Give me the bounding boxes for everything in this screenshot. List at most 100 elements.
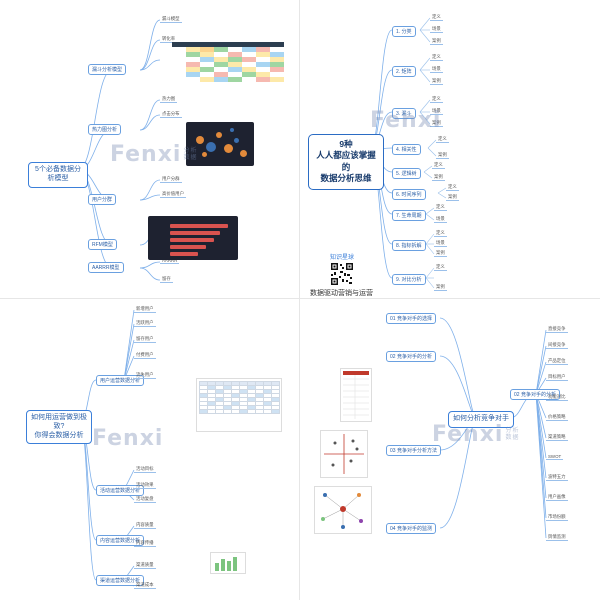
leaf-case: 案例	[434, 284, 447, 291]
root-title-line: 9种	[339, 139, 353, 149]
scatter-point	[206, 142, 216, 152]
leaf-paying-users: 付费用户	[134, 352, 156, 359]
leaf-indirect: 间接竞争	[546, 342, 568, 349]
panel-competitor-analysis: 如何分析竞争对手 01 竞争对手的选择 02 竞争对手的分析 03 竞争对手分析…	[300, 300, 600, 600]
bar-mark	[170, 231, 220, 235]
branch-monitor-competitor: 04 竞争对手的监测	[386, 523, 436, 534]
leaf-definition: 定义	[446, 184, 459, 191]
horizontal-divider	[0, 298, 600, 299]
branch-aarrr: AARRR模型	[88, 262, 124, 273]
branch-metric-split: 8. 指标拆解	[392, 240, 426, 251]
leaf-activity-effect: 活动效果	[134, 482, 156, 489]
qr-label: 知识星球	[330, 255, 355, 261]
leaf-case: 案例	[434, 250, 447, 257]
branch-matrix: 2. 矩阵	[392, 66, 416, 77]
leaf-funnel: 漏斗模型	[160, 16, 182, 23]
root-node-competitor: 如何分析竞争对手	[448, 411, 514, 428]
leaf-case: 案例	[446, 194, 459, 201]
scatter-point	[216, 132, 222, 138]
data-table-image	[196, 378, 282, 432]
branch-classification: 1. 分类	[392, 26, 416, 37]
leaf-active-users: 活跃用户	[134, 320, 156, 327]
branch-time-series: 6. 时间序列	[392, 189, 426, 200]
competitor-table-image	[340, 368, 372, 422]
leaf-heatmap: 热力图	[160, 96, 178, 103]
network-graph-image	[314, 486, 372, 534]
branch-analyze-competitor: 02 竞争对手的分析	[386, 351, 436, 362]
leaf-high-value: 高价值用户	[160, 191, 186, 198]
leaf-definition: 定义	[430, 14, 443, 21]
bar-mark	[170, 252, 198, 256]
leaf-definition: 定义	[430, 96, 443, 103]
branch-select-competitor: 01 竞争对手的选择	[386, 313, 436, 324]
leaf-retention: 留存	[160, 276, 173, 283]
branch-heatmap: 热力图分析	[88, 124, 122, 135]
bar-mark	[170, 238, 214, 242]
bar-mark	[170, 245, 206, 249]
scatter-point	[202, 152, 207, 157]
leaf-conversion: 转化率	[160, 36, 178, 43]
branch-logic-tree: 5. 逻辑树	[392, 168, 421, 179]
leaf-case: 案例	[432, 174, 445, 181]
qr-caption: 数据驱动营销与运营	[310, 290, 373, 297]
panel-data-models: 5个必备数据分析模型 漏斗分析模型 热力图分析 用户分群 RFM模型 AARRR…	[0, 0, 298, 297]
leaf-content-spread: 内容传播	[134, 540, 156, 547]
heatmap-table-image	[172, 42, 284, 82]
qr-code-graphic	[330, 262, 354, 286]
root-node-operations: 如何用运营做到极致? 你得会数据分析	[26, 410, 92, 445]
leaf-new-users: 新增用户	[134, 306, 156, 313]
leaf-five-forces: 波特五力	[546, 474, 568, 481]
branch-funnel: 3. 漏斗	[392, 108, 416, 119]
panel-analysis-thinking: 9种 人人都应该掌握的 数据分析思维 1. 分类 2. 矩阵 3. 漏斗 4. …	[300, 0, 600, 297]
leaf-channels: 渠道策略	[546, 434, 568, 441]
mindmap-connectors	[79, 309, 135, 587]
leaf-target-users: 目标用户	[546, 374, 568, 381]
branch-content-ops: 内容运营数据分析	[96, 535, 145, 546]
leaf-churn-users: 流失用户	[134, 372, 156, 379]
branch-segment: 用户分群	[88, 194, 117, 205]
scatter-point	[196, 136, 204, 144]
leaf-swot: SWOT	[546, 454, 564, 460]
leaf-retained-users: 留存用户	[134, 336, 156, 343]
leaf-market-share: 市场份额	[546, 514, 568, 521]
leaf-content-quality: 内容质量	[134, 522, 156, 529]
leaf-channel-cost: 渠道成本	[134, 582, 156, 589]
leaf-definition: 定义	[434, 264, 447, 271]
leaf-click: 点击分布	[160, 111, 182, 118]
leaf-definition: 定义	[432, 162, 445, 169]
leaf-positioning: 产品定位	[546, 358, 568, 365]
leaf-definition: 定义	[430, 54, 443, 61]
quadrant-chart-graphic	[324, 434, 364, 474]
leaf-scenario: 场景	[430, 66, 443, 73]
leaf-case: 案例	[430, 38, 443, 45]
root-node-thinking: 9种 人人都应该掌握的 数据分析思维	[308, 134, 384, 190]
leaf-definition: 定义	[436, 136, 449, 143]
leaf-case: 案例	[430, 78, 443, 85]
leaf-definition: 定义	[434, 230, 447, 237]
leaf-activity-goal: 活动目标	[134, 466, 156, 473]
leaf-pricing: 价格策略	[546, 414, 568, 421]
leaf-channel-quality: 渠道质量	[134, 562, 156, 569]
leaf-scenario: 场景	[430, 26, 443, 33]
root-title-line: 数据分析思维	[320, 173, 372, 184]
branch-comparison: 9. 对比分析	[392, 274, 426, 285]
branch-analysis-methods: 03 竞争对手分析方法	[386, 445, 441, 456]
leaf-segment: 用户分群	[160, 176, 182, 183]
leaf-definition: 定义	[434, 204, 447, 211]
competitor-table-graphic	[343, 371, 369, 419]
branch-channel-ops: 渠道运营数据分析	[96, 575, 145, 586]
bar-image	[148, 216, 238, 260]
scatter-point	[230, 128, 234, 132]
qr-code-icon	[330, 262, 354, 286]
branch-lifecycle: 7. 生命周期	[392, 210, 426, 221]
activity-chart-image	[210, 552, 246, 574]
branch-rfm: RFM模型	[88, 239, 117, 250]
branch-funnel: 漏斗分析模型	[88, 64, 127, 75]
scatter-point	[240, 150, 247, 157]
branch-user-ops: 用户运营数据分析	[96, 375, 145, 386]
leaf-scenario: 场景	[430, 108, 443, 115]
root-title-line: 你得会数据分析	[34, 431, 84, 439]
branch-right-hub: 02 竞争对手的分析	[510, 389, 560, 400]
root-title-line: 人人都应该掌握的	[316, 150, 376, 172]
leaf-persona: 用户画像	[546, 494, 568, 501]
